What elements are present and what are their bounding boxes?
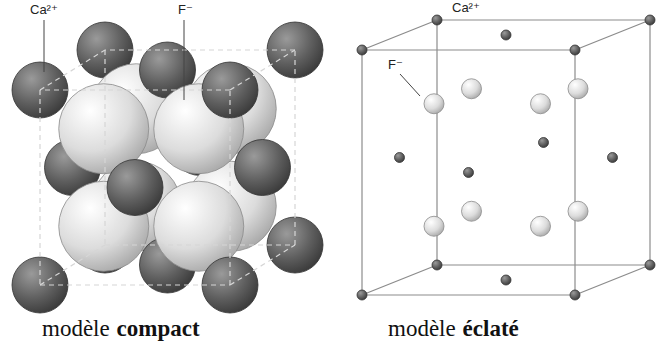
- cube-edge: [39, 90, 40, 285]
- cube-edge: [437, 264, 650, 265]
- caption-word: compact: [117, 316, 200, 342]
- calcium-ion: [570, 45, 580, 55]
- calcium-ion: [432, 260, 442, 270]
- caption: modèle éclaté: [388, 316, 519, 342]
- calcium-ion: [235, 140, 291, 196]
- ion-spheres-exploded: [357, 15, 655, 300]
- fluoride-ion: [531, 94, 551, 114]
- cube-edge: [104, 50, 105, 245]
- leader-line: [184, 20, 185, 100]
- calcium-ion: [608, 153, 618, 163]
- cube-edge: [105, 49, 295, 50]
- calcium-ion: [501, 30, 511, 40]
- fluoride-ion: [462, 79, 482, 99]
- calcium-ion: [645, 260, 655, 270]
- cube-edge: [230, 50, 295, 90]
- caption-word: modèle: [388, 316, 456, 342]
- cube-edge: [362, 49, 575, 50]
- ion-spheres-compact: [12, 22, 323, 313]
- fluoride-ion: [424, 94, 444, 114]
- ion-label: Ca²⁺: [30, 3, 58, 17]
- cube-edges: [362, 20, 650, 295]
- cube-edge: [437, 19, 650, 20]
- calcium-ion: [539, 138, 549, 148]
- cube-edge: [575, 20, 650, 50]
- cube-edge: [40, 245, 105, 285]
- caption-word: modèle: [42, 316, 110, 342]
- caption: modèle compact: [42, 316, 200, 342]
- calcium-ion: [432, 15, 442, 25]
- calcium-ion: [357, 290, 367, 300]
- cube-edge: [40, 50, 105, 90]
- fluoride-ion: [568, 201, 588, 221]
- fluoride-ion: [568, 79, 588, 99]
- cube-edge: [230, 245, 295, 285]
- calcium-ion: [501, 275, 511, 285]
- cube-edge: [105, 244, 295, 245]
- cube-edge: [362, 265, 437, 295]
- ion-label: F⁻: [178, 3, 193, 17]
- leader-line: [400, 74, 420, 96]
- cube-edge: [649, 20, 650, 265]
- calcium-ion: [107, 160, 163, 216]
- calcium-ion: [570, 290, 580, 300]
- fluoride-ion: [462, 201, 482, 221]
- calcium-ion: [464, 168, 474, 178]
- calcium-ion: [395, 153, 405, 163]
- cube-edge: [362, 294, 575, 295]
- cube-edge: [361, 50, 362, 295]
- cube-edge: [575, 265, 650, 295]
- cube-edge: [362, 20, 437, 50]
- fluoride-ion: [531, 216, 551, 236]
- cube-edge: [40, 89, 230, 90]
- calcium-ion: [645, 15, 655, 25]
- fluoride-ion: [424, 216, 444, 236]
- cube-edges-dashed: [40, 50, 295, 285]
- cube-edge: [229, 90, 230, 285]
- caption-word: éclaté: [463, 316, 519, 342]
- calcium-ion: [357, 45, 367, 55]
- ion-label: Ca²⁺: [452, 1, 480, 15]
- leader-line: [44, 20, 45, 72]
- cube-edge: [40, 284, 230, 285]
- ion-label: F⁻: [388, 58, 403, 72]
- cube-edge: [294, 50, 295, 245]
